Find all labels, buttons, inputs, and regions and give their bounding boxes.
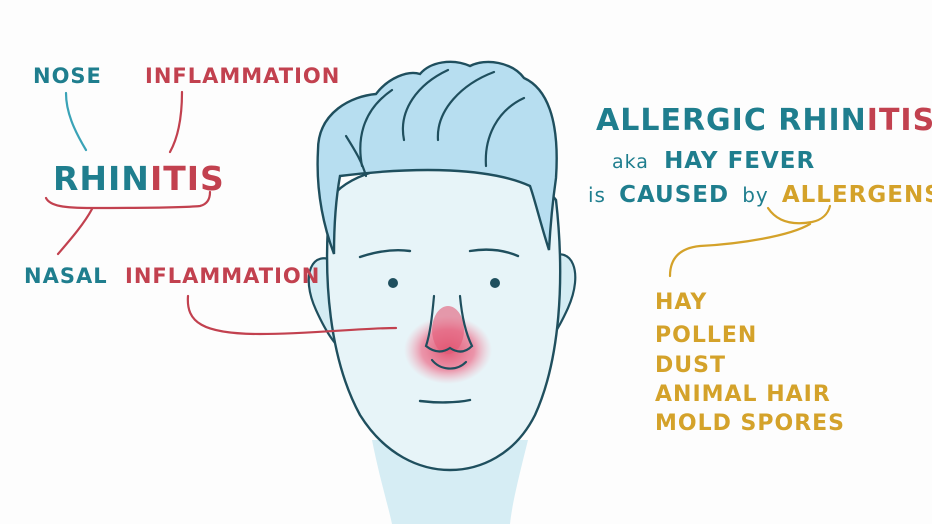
allergens-bracket: [766, 204, 832, 225]
rhinitis-bracket: [44, 190, 212, 210]
right-eyebrow: [468, 248, 520, 258]
allergens-text: Allergens: [781, 182, 932, 208]
bracket-connector: [56, 207, 94, 256]
hay-fever-text: Hay Fever: [664, 148, 816, 174]
nasal-nose-connector: [186, 294, 398, 336]
is-text: is: [588, 183, 606, 207]
rhinitis-term: Rhinitis: [53, 162, 225, 195]
nose-connector: [64, 91, 88, 152]
allergen-item: Animal Hair: [655, 382, 831, 407]
label-nose: Nose: [33, 64, 102, 88]
nostrils: [430, 358, 468, 370]
title-root: Allergic Rhin: [596, 103, 867, 138]
rhinitis-suffix: itis: [149, 159, 225, 198]
label-nasal: Nasal: [24, 264, 108, 288]
caused-by-line: is Caused by Allergens: [588, 184, 932, 207]
inflammation-connector: [168, 90, 184, 154]
left-eyebrow: [358, 249, 412, 259]
by-text: by: [742, 183, 769, 207]
hair-strands: [344, 68, 526, 178]
subtitle-aka: aka Hay Fever: [612, 150, 815, 173]
rhinitis-root: Rhin: [53, 159, 150, 198]
label-nasal-inflammation: Inflammation: [125, 264, 321, 288]
title-allergic-rhinitis: Allergic Rhinitis: [596, 106, 932, 136]
hair: [316, 60, 558, 255]
nose-redness-core: [432, 306, 464, 354]
caused-text: Caused: [619, 182, 730, 208]
allergen-item: Pollen: [655, 323, 758, 348]
allergen-item: Mold Spores: [655, 411, 846, 436]
nose-outline: [424, 294, 474, 353]
right-eye: [490, 278, 500, 288]
left-eye: [388, 278, 398, 288]
mouth: [418, 398, 472, 404]
title-suffix: itis: [866, 103, 932, 138]
allergen-item: Dust: [655, 353, 726, 378]
aka-text: aka: [612, 151, 649, 173]
label-inflammation: Inflammation: [145, 64, 341, 88]
allergen-item: Hay: [655, 290, 708, 315]
allergens-connector: [668, 222, 812, 278]
